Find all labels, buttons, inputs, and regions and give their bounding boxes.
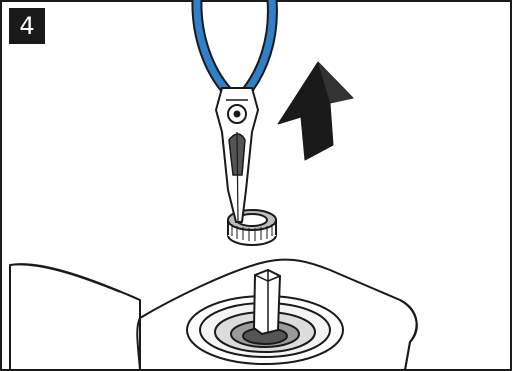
step-number-badge: 4 [9, 8, 45, 44]
needle-nose-pliers-icon [197, 0, 272, 222]
up-arrow-icon [278, 62, 353, 160]
